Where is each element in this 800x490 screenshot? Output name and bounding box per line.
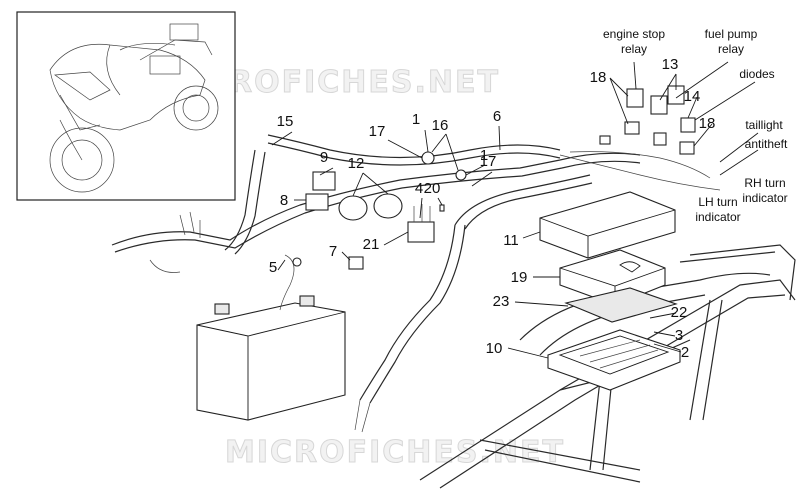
callout-c5: 5 [269,259,277,276]
label-rh-turn-indicator-line: RH turn [744,176,785,190]
callout-c17a: 17 [369,123,386,140]
label-antitheft: antitheft [745,137,788,151]
ecu-box [539,191,676,259]
battery [196,295,346,421]
callout-c9: 9 [320,149,328,166]
label-engine-stop-relay-line: relay [621,42,647,56]
callout-c1a: 1 [412,111,420,128]
callout-c4: 4 [415,180,423,197]
callout-c8: 8 [280,192,288,209]
label-rh-turn-indicator-line: indicator [742,191,787,205]
label-taillight-line: taillight [745,118,783,132]
label-diodes-line: diodes [739,67,774,81]
callout-c19: 19 [511,269,528,286]
label-fuel-pump-relay-line: relay [718,42,744,56]
label-lh-turn-indicator-line: LH turn [698,195,737,209]
callout-c18b: 18 [699,115,716,132]
callout-c13: 13 [662,56,679,73]
callout-c21: 21 [363,236,380,253]
leader-lines [271,61,759,359]
callout-c12: 12 [348,155,365,172]
callout-c18a: 18 [590,69,607,86]
label-taillight: taillight [745,118,783,132]
relay-group [599,85,696,155]
callout-c11: 11 [503,232,519,249]
callout-c20: 20 [424,180,441,197]
label-antitheft-line: antitheft [745,137,788,151]
label-engine-stop-relay-line: engine stop [603,27,665,41]
callout-c1b: 1 [480,147,488,164]
rubber-pad [564,287,678,323]
callout-c10: 10 [486,340,503,357]
callout-c23: 23 [493,293,510,310]
callout-c14: 14 [684,88,701,105]
callout-c3: 3 [675,327,683,344]
callout-c22: 22 [671,304,688,321]
callout-c16: 16 [432,117,449,134]
label-lh-turn-indicator-line: indicator [695,210,740,224]
motorcycle-inset [16,11,236,201]
mounting-tray [547,329,681,391]
callout-c17b: 17 [480,153,497,170]
callout-c2: 2 [681,344,689,361]
watermark-bottom: MICROFICHES.NET [225,435,565,470]
label-fuel-pump-relay-line: fuel pump [705,27,758,41]
label-diodes: diodes [739,67,774,81]
callout-c15: 15 [277,113,294,130]
callout-c6: 6 [493,108,501,125]
callout-c7: 7 [329,243,337,260]
